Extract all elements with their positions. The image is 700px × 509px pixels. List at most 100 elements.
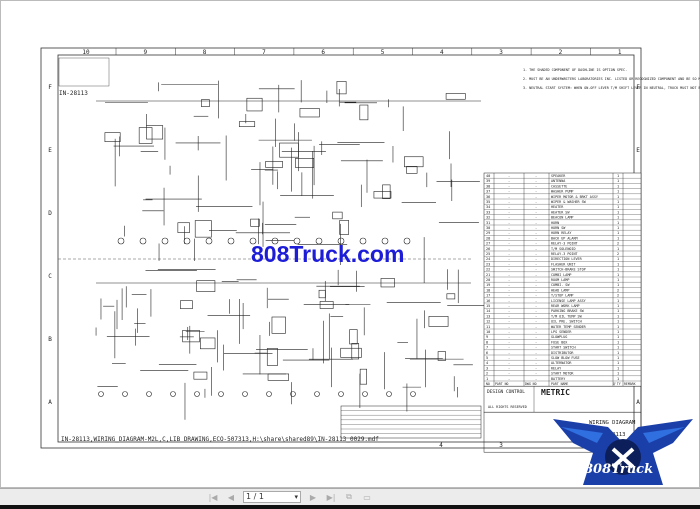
part-number-cell: 8 xyxy=(486,340,488,344)
dwg-no-cell: - xyxy=(535,252,537,256)
qty-cell: 1 xyxy=(617,190,619,194)
dwg-no-cell: - xyxy=(535,231,537,235)
component-box xyxy=(295,158,315,168)
fit-page-icon[interactable]: ⧉ xyxy=(346,492,352,501)
previous-page-button[interactable]: ◀ xyxy=(227,492,235,502)
part-number-cell: 2 xyxy=(486,372,488,376)
part-name-cell: FUSE BOX xyxy=(551,340,568,344)
column-label: 3 xyxy=(499,49,503,56)
part-name-cell: COMBI. SW xyxy=(551,283,570,287)
dwg-no-cell: - xyxy=(535,184,537,188)
qty-cell: 1 xyxy=(617,330,619,334)
part-name-cell: LPG SENDER xyxy=(551,330,572,334)
part-no-cell: - xyxy=(508,304,510,308)
part-number-cell: 24 xyxy=(486,257,490,261)
dwg-no-cell: - xyxy=(535,262,537,266)
part-number-cell: 32 xyxy=(486,216,490,220)
dwg-no-cell: - xyxy=(535,377,537,381)
row-label: F xyxy=(48,84,52,91)
part-no-cell: - xyxy=(508,377,510,381)
dwg-no-cell: - xyxy=(535,325,537,329)
part-name-cell: BEACON LAMP xyxy=(551,216,573,220)
part-name-cell: HEAD LAMP xyxy=(551,288,569,292)
connector-circle xyxy=(290,391,296,397)
dwg-no-cell: - xyxy=(535,221,537,225)
qty-cell: 1 xyxy=(617,195,619,199)
qty-cell: 1 xyxy=(617,257,619,261)
next-page-button[interactable]: ▶ xyxy=(309,492,317,502)
connector-circle xyxy=(227,237,235,245)
connector-circle xyxy=(146,391,152,397)
part-name-cell: ALTERNATOR xyxy=(551,361,572,365)
file-path: IN-28113,WIRING_DIAGRAM-M2L,C,LIB DRAWIN… xyxy=(61,436,379,443)
component-box xyxy=(428,316,449,327)
part-name-cell: START MOTOR xyxy=(551,372,574,376)
part-no-cell: - xyxy=(508,257,510,261)
fit-width-icon[interactable]: ▭ xyxy=(363,492,371,502)
component-box xyxy=(238,121,256,127)
qty-cell: 1 xyxy=(617,320,619,324)
part-name-cell: HORN SW xyxy=(551,226,566,230)
part-no-cell: - xyxy=(508,247,510,251)
connector-circle xyxy=(122,391,128,397)
connector-circle xyxy=(315,237,323,245)
part-number-cell: 23 xyxy=(486,262,490,266)
dwg-no-cell: - xyxy=(535,226,537,230)
part-no-cell: - xyxy=(508,283,510,287)
qty-cell: 1 xyxy=(617,314,619,318)
qty-cell: 1 xyxy=(617,174,619,178)
component-box xyxy=(201,99,210,107)
column-label: 1 xyxy=(618,49,622,56)
last-page-button[interactable]: ▶| xyxy=(326,492,336,502)
dwg-no-cell: - xyxy=(535,205,537,209)
row-label: A xyxy=(48,399,52,406)
chevron-down-icon[interactable]: ▾ xyxy=(294,493,298,501)
page-number-field[interactable]: 1 / 1▾ xyxy=(243,491,301,503)
component-box xyxy=(193,371,208,380)
revision-note-box xyxy=(58,57,110,87)
part-no-cell: - xyxy=(508,356,510,360)
component-box xyxy=(318,289,326,299)
connector-circle xyxy=(194,391,200,397)
dwg-no-cell: - xyxy=(535,294,537,298)
dwg-no-cell: - xyxy=(535,361,537,365)
qty-cell: 1 xyxy=(617,184,619,188)
component-box xyxy=(200,337,216,350)
dwg-no-cell: - xyxy=(535,200,537,204)
component-box xyxy=(194,220,212,238)
connector-circle xyxy=(386,391,392,397)
parts-table-header: NO xyxy=(486,382,490,386)
connector-circle xyxy=(139,237,147,245)
revision-table xyxy=(340,405,482,439)
component-box xyxy=(349,329,358,345)
part-no-cell: - xyxy=(508,288,510,292)
dwg-no-cell: - xyxy=(535,314,537,318)
first-page-button[interactable]: |◀ xyxy=(208,492,218,502)
part-no-cell: - xyxy=(508,236,510,240)
part-name-cell: DISTRIBUTOR xyxy=(551,351,574,355)
parts-table-header: REMARK xyxy=(624,382,636,386)
qty-cell: 1 xyxy=(617,278,619,282)
component-box xyxy=(146,125,164,140)
component-box xyxy=(404,156,424,168)
part-name-cell: BACK UP ALARM xyxy=(551,236,578,240)
component-box xyxy=(138,127,153,144)
component-box xyxy=(319,301,334,309)
dwg-no-cell: - xyxy=(535,351,537,355)
part-number-cell: 13 xyxy=(486,314,490,318)
column-label: 3 xyxy=(499,442,503,449)
part-no-cell: - xyxy=(508,278,510,282)
qty-cell: 1 xyxy=(617,361,619,365)
part-number-cell: 1 xyxy=(486,377,488,381)
dwg-no-cell: - xyxy=(535,242,537,246)
